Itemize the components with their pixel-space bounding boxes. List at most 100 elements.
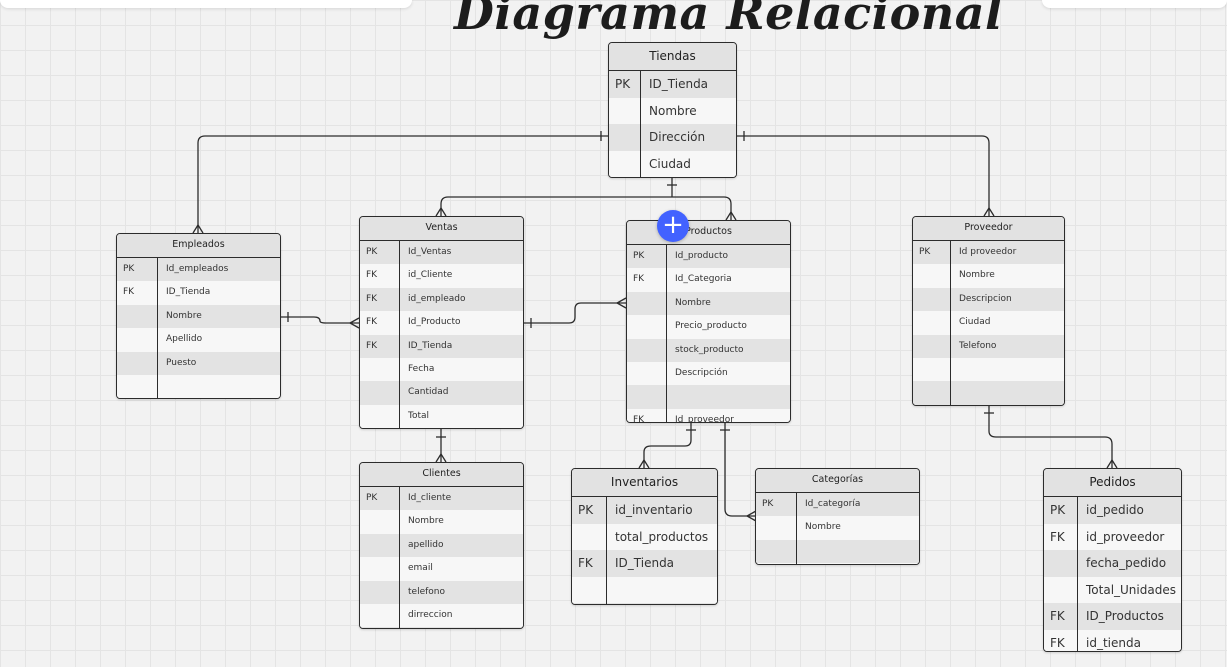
attribute-row[interactable]: [913, 381, 1064, 405]
key-column-filler: [609, 177, 641, 178]
key-badge: PK: [360, 487, 400, 511]
attribute-row[interactable]: [913, 357, 1064, 382]
add-button[interactable]: +: [657, 210, 689, 242]
attribute-row[interactable]: Telefono: [913, 334, 1064, 358]
attribute-row[interactable]: Fecha: [360, 357, 523, 382]
key-badge: [117, 374, 158, 398]
attribute-row[interactable]: total_productos: [572, 523, 717, 551]
attribute-name: dirreccion: [408, 609, 453, 620]
key-badge: [913, 334, 951, 358]
attribute-row[interactable]: [572, 576, 717, 604]
attribute-name: Telefono: [959, 340, 997, 351]
key-column-filler: [756, 563, 797, 564]
attribute-row[interactable]: Total_Unidades: [1044, 576, 1181, 604]
attribute-name: Descripción: [675, 367, 728, 378]
attribute-row-filler: [360, 428, 523, 429]
attribute-row[interactable]: Dirección: [609, 124, 736, 151]
key-badge: [360, 510, 400, 534]
key-badge: FK: [627, 268, 667, 292]
key-badge: [1044, 576, 1078, 604]
attribute-row[interactable]: [627, 385, 790, 409]
key-badge: [609, 97, 641, 125]
attribute-row[interactable]: dirreccion: [360, 603, 523, 628]
attribute-row[interactable]: stock_producto: [627, 338, 790, 362]
attribute-row[interactable]: [117, 374, 280, 398]
attribute-row[interactable]: Nombre: [117, 304, 280, 329]
attribute-row[interactable]: Descripción: [627, 361, 790, 386]
attribute-name: stock_producto: [675, 344, 744, 355]
attribute-row[interactable]: email: [360, 557, 523, 581]
key-badge: [117, 351, 158, 375]
key-badge: [117, 328, 158, 352]
attribute-row[interactable]: Precio_producto: [627, 315, 790, 339]
key-badge: FK: [1044, 523, 1078, 551]
attribute-row[interactable]: Ciudad: [609, 150, 736, 177]
attribute-row[interactable]: telefono: [360, 580, 523, 604]
key-column-filler: [572, 603, 607, 604]
attribute-name: Nombre: [805, 522, 841, 533]
crowfoot: [615, 297, 627, 309]
key-badge: [609, 150, 641, 177]
attribute-row[interactable]: Nombre: [360, 510, 523, 534]
attribute-row[interactable]: [756, 539, 919, 564]
attribute-row[interactable]: Nombre: [627, 291, 790, 316]
attribute-row-filler: [913, 404, 1064, 405]
attribute-row[interactable]: Total: [360, 404, 523, 428]
attribute-name: Puesto: [166, 357, 197, 368]
key-badge: [913, 381, 951, 405]
attribute-row[interactable]: apellido: [360, 533, 523, 558]
entity-title: Categorías: [756, 469, 919, 493]
attribute-row[interactable]: fecha_pedido: [1044, 550, 1181, 577]
attribute-name: id_inventario: [615, 503, 693, 517]
attribute-row[interactable]: Nombre: [913, 264, 1064, 288]
attribute-row[interactable]: Puesto: [117, 351, 280, 375]
attribute-row[interactable]: Descripcion: [913, 287, 1064, 312]
attribute-row[interactable]: Cantidad: [360, 381, 523, 405]
attribute-row[interactable]: Ciudad: [913, 311, 1064, 335]
key-column-filler: [117, 398, 158, 399]
link-productos-ventas: [523, 302, 626, 324]
entity-title: Pedidos: [1044, 469, 1181, 497]
attribute-row[interactable]: Nombre: [609, 97, 736, 125]
attribute-name: [607, 577, 615, 604]
attribute-name: Id_empleados: [166, 264, 229, 274]
attribute-name: total_productos: [615, 529, 709, 544]
crowfoot: [348, 317, 360, 329]
key-badge: [360, 404, 400, 428]
attribute-name: Total: [408, 410, 430, 421]
key-column-filler: [360, 627, 400, 628]
attribute-name: ID_Tienda: [615, 556, 675, 571]
attribute-row[interactable]: Apellido: [117, 328, 280, 352]
attribute-row[interactable]: Nombre: [756, 516, 919, 540]
key-badge: [627, 338, 667, 362]
